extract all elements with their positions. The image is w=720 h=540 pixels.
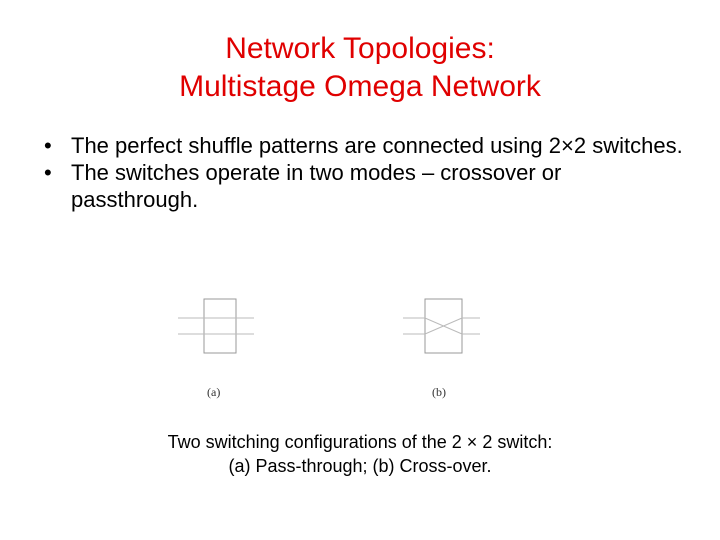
figure-label-b: (b): [432, 385, 446, 399]
cross-over-switch: [403, 298, 480, 354]
pass-through-switch: [178, 298, 254, 354]
bullet-item: • The perfect shuffle patterns are conne…: [44, 132, 684, 159]
switch-box-a: [203, 298, 237, 354]
bullet-marker: •: [44, 133, 52, 158]
figure-label-a: (a): [207, 385, 221, 399]
slide-title-line-2: Multistage Omega Network: [179, 70, 541, 103]
slide-title: Network Topologies: Multistage Omega Net…: [0, 30, 720, 106]
figure-caption: Two switching configurations of the 2 × …: [0, 430, 720, 478]
bullet-list: • The perfect shuffle patterns are conne…: [44, 132, 684, 213]
switch-box-b: [424, 298, 463, 354]
caption-line-1: Two switching configurations of the 2 × …: [167, 432, 553, 452]
switch-diagrams: [178, 298, 480, 354]
caption-line-2: (a) Pass-through; (b) Cross-over.: [228, 456, 492, 476]
bullet-item: • The switches operate in two modes – cr…: [44, 159, 684, 213]
bullet-text: The switches operate in two modes – cros…: [71, 160, 562, 212]
bullet-text: The perfect shuffle patterns are connect…: [71, 133, 683, 158]
cross-line-up: [424, 317, 463, 335]
bullet-marker: •: [44, 160, 52, 185]
slide-title-line-1: Network Topologies:: [225, 32, 495, 65]
switch-configurations-figure: (a) (b): [170, 292, 500, 402]
